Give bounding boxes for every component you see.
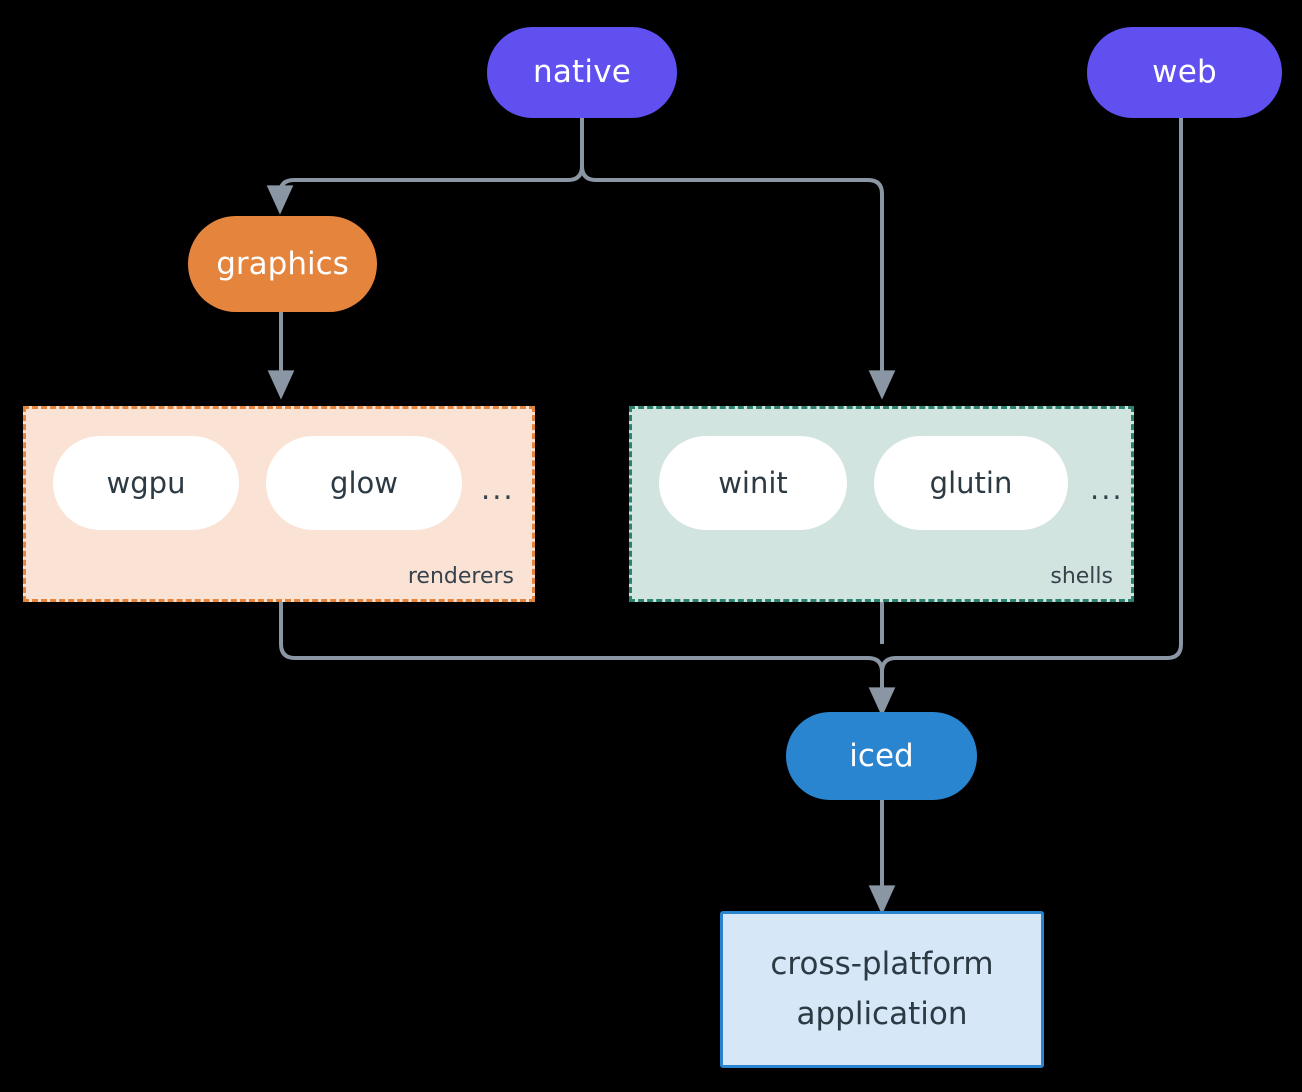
node-application[interactable]: cross-platform application <box>720 911 1044 1068</box>
node-application-line2: application <box>796 995 968 1032</box>
node-native-label: native <box>532 54 632 91</box>
chip-winit[interactable]: winit <box>659 436 847 530</box>
node-native[interactable]: native <box>487 27 677 118</box>
edge-native-to-shells <box>580 165 896 400</box>
chip-glow[interactable]: glow <box>266 436 462 530</box>
edge-renderers-to-iced <box>279 602 868 660</box>
edge-merge-into-iced <box>867 656 896 717</box>
node-graphics[interactable]: graphics <box>188 216 377 312</box>
node-iced[interactable]: iced <box>786 712 977 800</box>
chip-glow-label: glow <box>330 466 398 500</box>
edge-native-to-graphics <box>266 165 584 215</box>
node-application-text: cross-platform application <box>770 940 993 1039</box>
group-renderers-label: renderers <box>407 564 514 589</box>
chip-glutin[interactable]: glutin <box>874 436 1068 530</box>
group-shells-label: shells <box>1050 564 1113 589</box>
edge-merge-into-iced-right <box>880 656 897 673</box>
shells-overflow-ellipsis: ... <box>1090 472 1124 506</box>
node-application-line1: cross-platform <box>770 945 994 982</box>
group-renderers: wgpu glow ... renderers <box>23 406 535 602</box>
chip-winit-label: winit <box>718 466 788 500</box>
node-web-label: web <box>1152 54 1217 91</box>
chip-glutin-label: glutin <box>929 466 1013 500</box>
group-shells: winit glutin ... shells <box>629 406 1134 602</box>
chip-wgpu-label: wgpu <box>106 466 186 500</box>
renderers-overflow-ellipsis: ... <box>481 472 515 506</box>
node-iced-label: iced <box>849 737 914 774</box>
node-web[interactable]: web <box>1087 27 1282 118</box>
chip-wgpu[interactable]: wgpu <box>53 436 239 530</box>
node-graphics-label: graphics <box>216 245 349 282</box>
